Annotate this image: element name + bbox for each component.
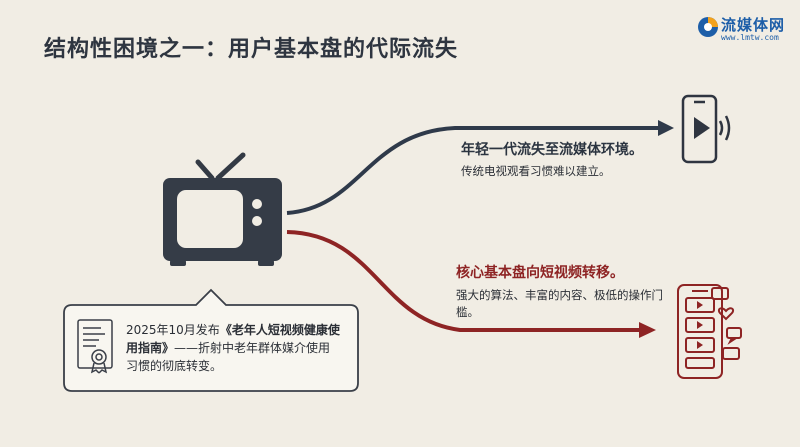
note-highlight: 《老年人短视频健康使用指南》 [126,323,340,355]
note-text: 2025年10月发布《老年人短视频健康使用指南》——折射中老年群体媒介使用习惯的… [126,321,340,375]
logo-brand: 流媒体网 [721,16,786,34]
arrowhead-bottom [639,322,656,338]
page-title: 结构性困境之一：用户基本盘的代际流失 [44,37,459,62]
logo: 流媒体网 www.lmtw.com [697,14,797,46]
arrow-to-streaming [286,126,660,215]
logo-url: www.lmtw.com [721,33,779,42]
streaming-caption-title: 年轻一代流失至流媒体环境。 [461,142,643,158]
arrowhead-top [658,120,674,136]
note-prefix: 2025年10月发布 [126,323,220,337]
note-callout [63,288,359,392]
arrow-to-short-video [286,230,640,332]
streaming-caption-body: 传统电视观看习惯难以建立。 [461,164,611,178]
smartphone-play-icon [681,94,731,164]
logo-icon [698,17,718,37]
note-suffix: ——折射中老年群体媒介使用习惯的彻底转变。 [126,341,331,373]
short-video-caption-title: 核心基本盘向短视频转移。 [456,265,624,281]
certificate-document-icon [77,319,113,374]
short-video-feed-icon [677,284,742,379]
tv-icon [163,152,282,266]
short-video-caption-body: 强大的算法、丰富的内容、极低的操作门槛。 [456,288,663,319]
